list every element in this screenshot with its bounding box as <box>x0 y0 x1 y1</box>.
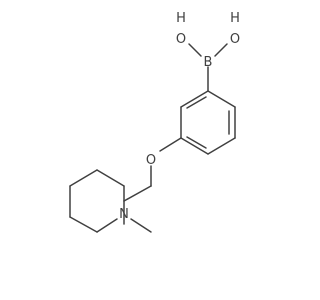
atom-label-hydroxyl-o-left: O <box>176 32 186 47</box>
bond-pip-n-c6 <box>96 218 118 233</box>
bond-pip-c4-c3 <box>69 169 98 187</box>
atom-labels: B H O H O O N <box>119 11 240 222</box>
atom-label-ring-nitrogen: N <box>119 207 129 222</box>
atom-label-hydroxyl-o-right: O <box>230 32 240 47</box>
bond-ring-c6-c1 <box>180 90 209 108</box>
bonds <box>69 43 236 233</box>
bond-ring-inner-2 <box>186 136 207 149</box>
bond-n-methyl <box>130 218 152 233</box>
bond-ring-ether-o <box>159 137 182 152</box>
bond-pip-c3-c2 <box>96 169 125 187</box>
atom-label-hydroxyl-h-right: H <box>230 11 240 26</box>
bond-ring-c1-c2 <box>207 90 236 108</box>
bond-ch2-ring-c2 <box>123 185 152 202</box>
bond-b-o-right <box>214 43 228 57</box>
chemical-structure-diagram: B H O H O O N <box>69 11 240 233</box>
bond-ring-c4-c5 <box>180 137 209 155</box>
atom-label-hydroxyl-h-left: H <box>176 11 186 26</box>
bond-ring-c3-c4 <box>207 137 236 155</box>
bond-ring-inner-3 <box>186 96 207 109</box>
atom-label-boron: B <box>204 55 213 70</box>
bond-pip-c6-c5 <box>69 216 98 233</box>
bond-b-o-left <box>188 43 202 57</box>
atom-label-ether-oxygen: O <box>146 153 156 168</box>
